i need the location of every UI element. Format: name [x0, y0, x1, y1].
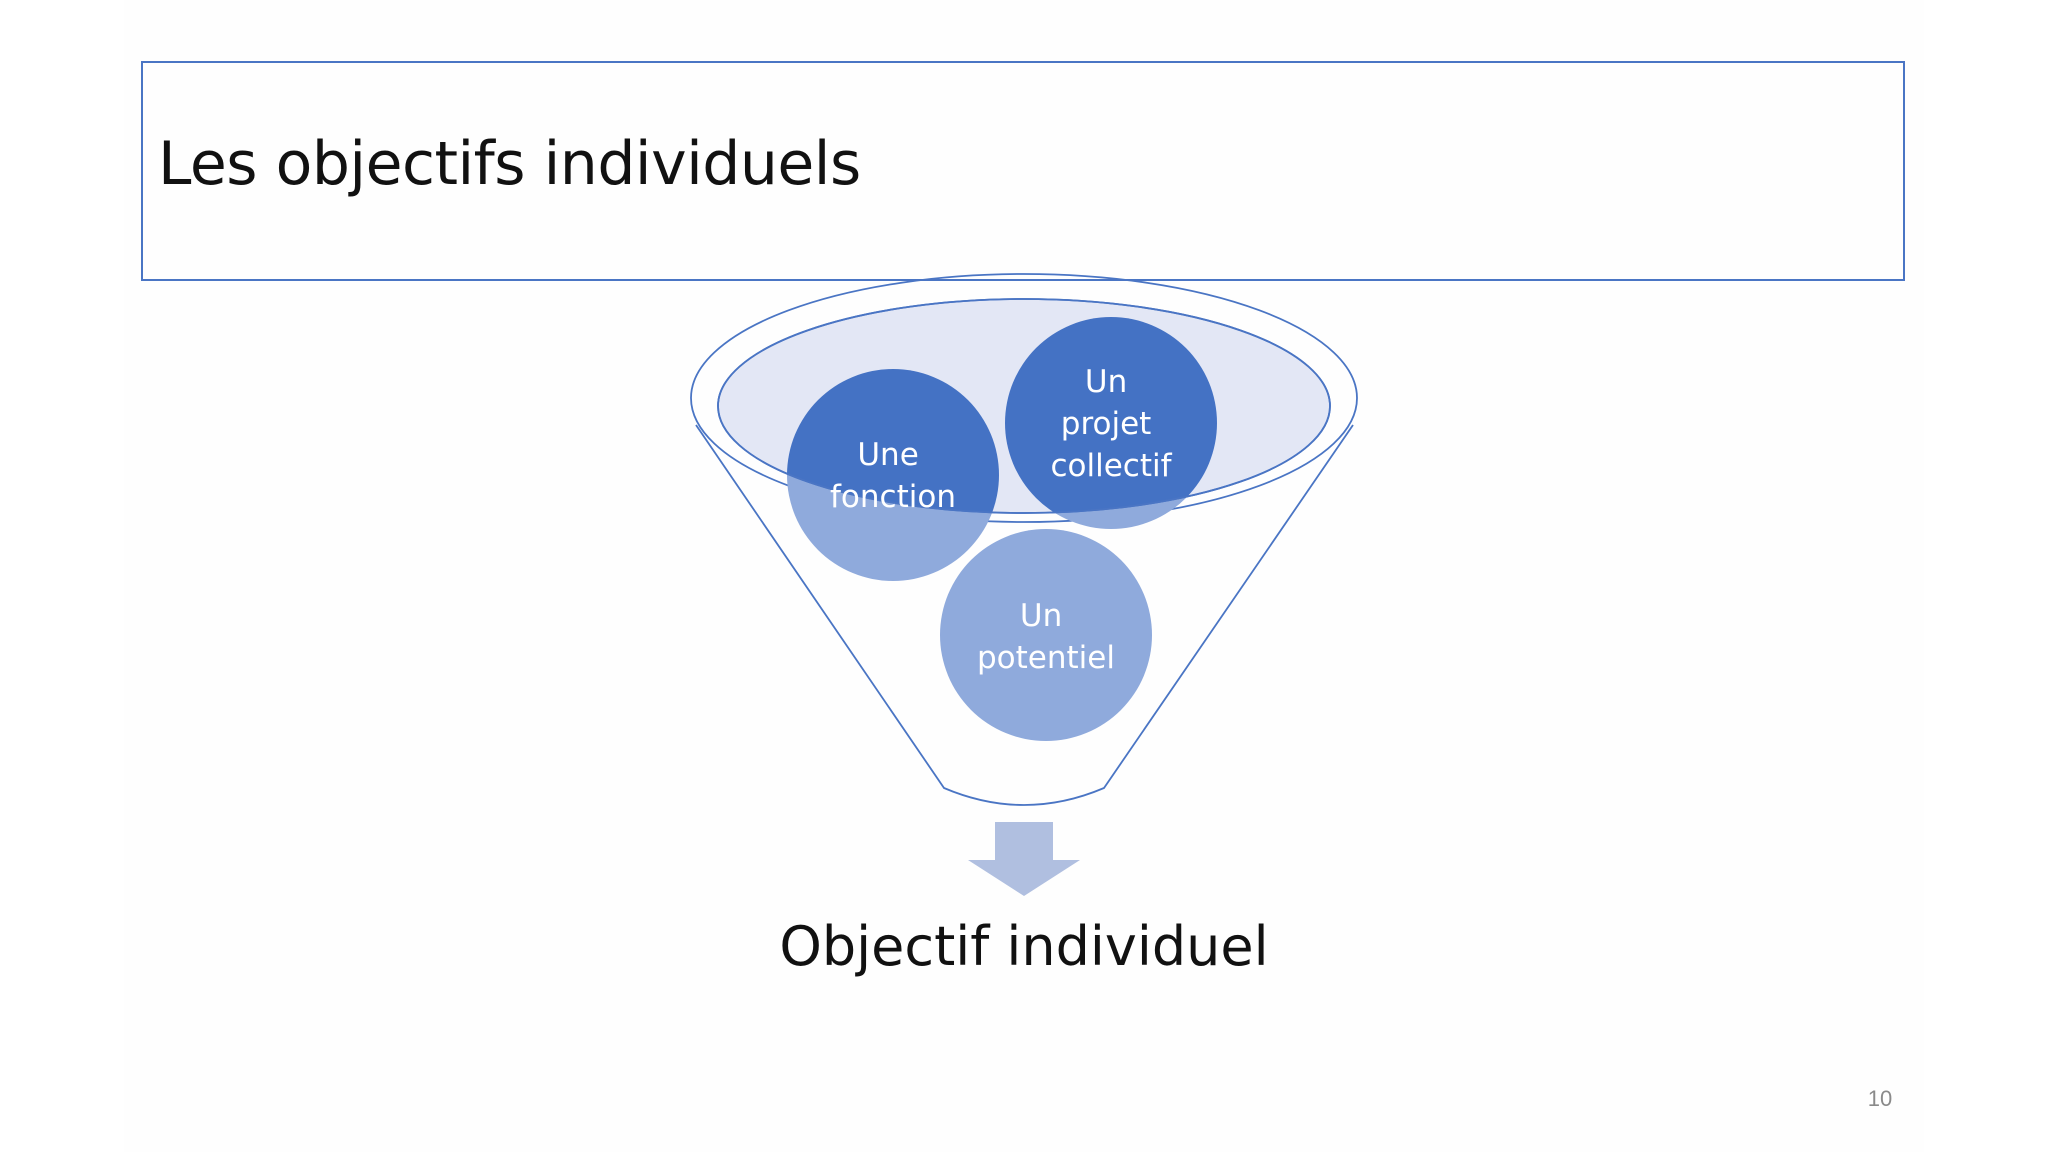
circle-fonction-upper	[787, 369, 999, 513]
down-arrow	[968, 822, 1080, 896]
left-margin-band	[0, 0, 124, 1152]
label-potentiel: Un potentiel	[977, 598, 1115, 676]
label-projet-collectif: Un projet collectif	[1050, 364, 1172, 484]
funnel-input-potentiel: Un potentiel	[940, 529, 1152, 741]
slide-title: Les objectifs individuels	[158, 129, 861, 199]
circle-potentiel	[940, 529, 1152, 741]
page-number: 10	[1867, 1086, 1893, 1111]
circle-projet-upper	[1005, 317, 1217, 513]
title-placeholder[interactable]: Les objectifs individuels	[141, 61, 1905, 281]
funnel-outline	[695, 424, 1354, 806]
result-label: Objectif individuel	[779, 915, 1269, 978]
right-margin-band	[1924, 0, 2048, 1152]
funnel-rim-outer	[690, 273, 1358, 523]
label-fonction: Une fonction	[830, 437, 956, 515]
